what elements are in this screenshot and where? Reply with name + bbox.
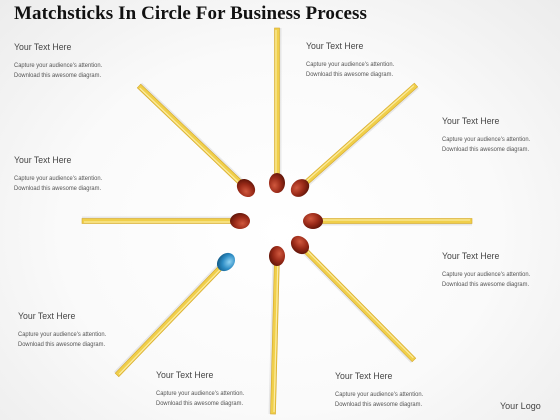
text-block-body: Capture your audience's attention. Downl… — [18, 330, 141, 350]
text-block-line: Download this awesome diagram. — [335, 401, 423, 408]
matchstick-north — [269, 27, 285, 193]
text-block-body: Capture your audience's attention. Downl… — [306, 60, 429, 80]
text-block-line: Download this awesome diagram. — [156, 400, 244, 407]
text-block-8: Your Text Here Capture your audience's a… — [335, 371, 475, 410]
text-block-line: Capture your audience's attention. — [442, 271, 531, 278]
matchstick-highlight — [319, 219, 470, 221]
text-block-5: Your Text Here Capture your audience's a… — [442, 251, 560, 290]
text-block-body: Capture your audience's attention. Downl… — [14, 174, 137, 194]
matchstick-east — [303, 213, 473, 229]
matchstick-highlight — [273, 262, 279, 413]
text-block-body: Capture your audience's attention. Downl… — [14, 61, 137, 81]
matchstick-stick — [81, 218, 237, 224]
matchstick-stick — [300, 82, 419, 188]
matchstick-west — [81, 213, 250, 229]
matchstick-head-red — [268, 246, 286, 266]
text-block-2: Your Text Here Capture your audience's a… — [306, 41, 446, 80]
text-block-line: Capture your audience's attention. — [18, 331, 107, 338]
text-block-3: Your Text Here Capture your audience's a… — [14, 155, 154, 194]
text-block-line: Capture your audience's attention. — [306, 61, 395, 68]
text-block-heading: Your Text Here — [335, 371, 393, 382]
matchstick-head-red — [269, 173, 285, 193]
matchstick-north-east — [290, 82, 419, 197]
text-block-line: Download this awesome diagram. — [442, 146, 530, 153]
text-block-line: Download this awesome diagram. — [14, 72, 102, 79]
text-block-line: Download this awesome diagram. — [14, 185, 102, 192]
matchstick-highlight — [275, 30, 277, 177]
matchstick-highlight — [303, 85, 415, 184]
matchstick-highlight — [304, 248, 414, 359]
matchstick-head-red — [290, 235, 310, 255]
text-block-line: Download this awesome diagram. — [18, 341, 106, 348]
text-block-body: Capture your audience's attention. Downl… — [442, 270, 560, 290]
matchstick-head-blue — [216, 252, 236, 272]
matchstick-highlight — [139, 87, 242, 186]
text-block-heading: Your Text Here — [442, 251, 500, 262]
text-block-body: Capture your audience's attention. Downl… — [442, 135, 560, 155]
matchstick-stick — [274, 27, 280, 180]
text-block-7: Your Text Here Capture your audience's a… — [156, 370, 296, 409]
text-block-line: Capture your audience's attention. — [14, 62, 103, 69]
text-block-heading: Your Text Here — [14, 155, 72, 166]
matchstick-stick — [114, 262, 226, 378]
text-block-heading: Your Text Here — [442, 116, 500, 127]
text-block-heading: Your Text Here — [18, 311, 76, 322]
text-block-heading: Your Text Here — [14, 42, 72, 53]
matchstick-highlight — [118, 266, 223, 375]
matchstick-head-red — [290, 179, 310, 197]
text-block-line: Download this awesome diagram. — [442, 281, 530, 288]
text-block-4: Your Text Here Capture your audience's a… — [442, 116, 560, 155]
slide-title: Matchsticks In Circle For Business Proce… — [14, 3, 368, 24]
matchstick-head-red — [236, 178, 256, 198]
matchstick-stick — [300, 245, 417, 363]
matchstick-south — [268, 246, 286, 415]
text-block-6: Your Text Here Capture your audience's a… — [18, 311, 158, 350]
text-block-line: Capture your audience's attention. — [335, 391, 424, 398]
text-block-line: Capture your audience's attention. — [442, 136, 531, 143]
text-block-line: Capture your audience's attention. — [14, 175, 103, 182]
text-block-heading: Your Text Here — [156, 370, 214, 381]
matchstick-north-west — [136, 82, 256, 198]
matchstick-south-west — [113, 252, 236, 378]
text-block-line: Download this awesome diagram. — [306, 71, 394, 78]
logo-placeholder: Your Logo — [500, 401, 541, 411]
matchstick-south-east — [290, 235, 417, 364]
text-block-line: Capture your audience's attention. — [156, 390, 245, 397]
matchstick-head-red — [303, 213, 323, 229]
text-block-1: Your Text Here Capture your audience's a… — [14, 42, 154, 81]
text-block-heading: Your Text Here — [306, 41, 364, 52]
matchstick-highlight — [84, 221, 234, 223]
matchstick-stick — [316, 218, 473, 224]
text-block-body: Capture your audience's attention. Downl… — [335, 390, 458, 410]
text-block-body: Capture your audience's attention. Downl… — [156, 389, 279, 409]
matchstick-head-red — [230, 213, 250, 229]
